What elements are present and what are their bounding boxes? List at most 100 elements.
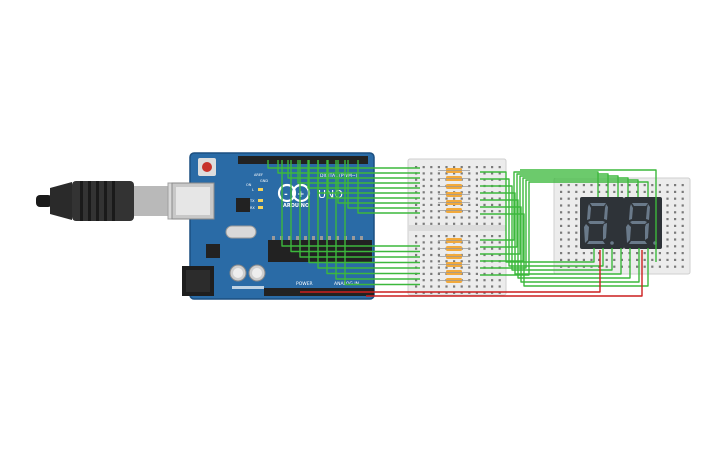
breadboard-hole[interactable] [475,272,478,275]
breadboard-hole[interactable] [483,178,486,181]
wire[interactable] [357,160,420,214]
breadboard-hole[interactable] [415,285,418,288]
breadboard-hole[interactable] [422,247,425,250]
breadboard-hole[interactable] [445,203,448,206]
breadboard-hole[interactable] [475,172,478,175]
breadboard-hole[interactable] [491,210,494,213]
breadboard-hole[interactable] [475,216,478,219]
breadboard-hole[interactable] [560,231,563,234]
breadboard-hole[interactable] [437,210,440,213]
breadboard-hole[interactable] [605,258,608,261]
breadboard-hole[interactable] [415,166,418,169]
breadboard-hole[interactable] [674,190,677,193]
breadboard-hole[interactable] [674,224,677,227]
breadboard-hole[interactable] [468,197,471,200]
breadboard-hole[interactable] [575,190,578,193]
breadboard-hole[interactable] [575,238,578,241]
breadboard-hole[interactable] [498,279,501,282]
wire[interactable] [297,160,420,184]
breadboard-hole[interactable] [567,184,570,187]
breadboard-hole[interactable] [567,204,570,207]
breadboard-hole[interactable] [475,266,478,269]
breadboard-hole[interactable] [674,197,677,200]
breadboard-hole[interactable] [620,252,623,255]
breadboard-hole[interactable] [567,258,570,261]
breadboard-hole[interactable] [453,266,456,269]
breadboard-hole[interactable] [437,166,440,169]
wire[interactable] [480,181,649,276]
wire[interactable] [366,250,643,297]
breadboard-hole[interactable] [483,191,486,194]
breadboard-hole[interactable] [437,197,440,200]
breadboard-hole[interactable] [590,184,593,187]
breadboard-hole[interactable] [468,235,471,238]
breadboard-hole[interactable] [453,260,456,263]
wire[interactable] [480,171,595,263]
breadboard-hole[interactable] [560,204,563,207]
breadboard-hole[interactable] [674,211,677,214]
breadboard-hole[interactable] [498,172,501,175]
breadboard-hole[interactable] [651,184,654,187]
breadboard-hole[interactable] [681,218,684,221]
breadboard-hole[interactable] [567,252,570,255]
breadboard-hole[interactable] [437,191,440,194]
breadboard-hole[interactable] [620,190,623,193]
breadboard-hole[interactable] [460,172,463,175]
breadboard-hole[interactable] [491,203,494,206]
wire[interactable] [480,192,622,275]
wire[interactable] [308,160,420,264]
breadboard-hole[interactable] [575,211,578,214]
breadboard-hole[interactable] [445,216,448,219]
reset-button-cap[interactable] [202,162,212,172]
breadboard-hole[interactable] [598,184,601,187]
breadboard-hole[interactable] [658,252,661,255]
breadboard-hole[interactable] [620,184,623,187]
breadboard-hole[interactable] [491,241,494,244]
breadboard-hole[interactable] [453,235,456,238]
breadboard-hole[interactable] [437,172,440,175]
breadboard-hole[interactable] [560,252,563,255]
breadboard-hole[interactable] [475,222,478,225]
breadboard-hole[interactable] [475,285,478,288]
breadboard-hole[interactable] [415,184,418,188]
breadboard-hole[interactable] [666,245,669,248]
breadboard-hole[interactable] [445,197,448,200]
breadboard-hole[interactable] [498,285,501,288]
wire[interactable] [299,160,420,258]
breadboard-hole[interactable] [430,216,433,219]
breadboard-hole[interactable] [468,203,471,206]
breadboard-hole[interactable] [643,252,646,255]
breadboard-hole[interactable] [468,260,471,263]
breadboard-hole[interactable] [491,172,494,175]
breadboard-hole[interactable] [430,253,433,257]
breadboard-hole[interactable] [483,247,486,250]
breadboard-hole[interactable] [666,238,669,241]
breadboard-hole[interactable] [460,197,463,200]
breadboard-hole[interactable] [483,210,486,213]
breadboard-hole[interactable] [483,222,486,225]
wire[interactable] [480,178,604,267]
wire[interactable] [317,160,420,269]
breadboard-hole[interactable] [483,241,486,244]
breadboard-hole[interactable] [498,222,501,225]
breadboard-hole[interactable] [658,190,661,193]
breadboard-hole[interactable] [560,238,563,241]
breadboard-hole[interactable] [598,190,601,193]
breadboard-hole[interactable] [445,222,448,225]
breadboard-hole[interactable] [483,272,486,275]
breadboard-hole[interactable] [483,291,486,294]
breadboard-hole[interactable] [666,224,669,227]
breadboard-hole[interactable] [567,197,570,200]
breadboard-hole[interactable] [666,265,669,268]
breadboard-hole[interactable] [437,203,440,206]
breadboard-hole[interactable] [445,235,448,238]
breadboard-hole[interactable] [491,166,494,169]
breadboard-hole[interactable] [437,260,440,263]
wire[interactable] [335,160,420,280]
breadboard-hole[interactable] [628,184,631,187]
breadboard-hole[interactable] [422,235,425,238]
breadboard-hole[interactable] [430,184,433,188]
breadboard-hole[interactable] [613,252,616,255]
wire[interactable] [307,160,420,189]
breadboard-hole[interactable] [468,253,471,257]
